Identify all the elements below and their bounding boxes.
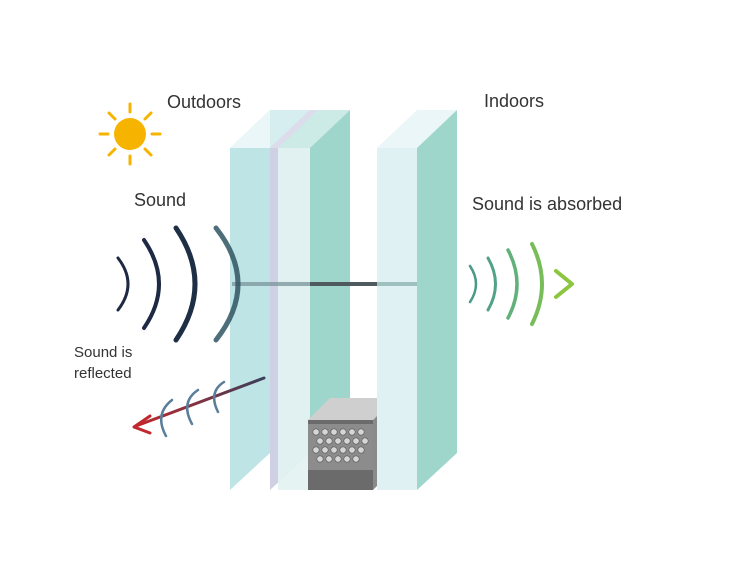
- reflected-arrow-icon: [132, 376, 266, 438]
- label-sound: Sound: [134, 190, 187, 210]
- inner-laminated-pane: [278, 110, 350, 490]
- indoor-glass-pane: [377, 110, 457, 490]
- absorbed-arrow-icon: [468, 242, 574, 326]
- spacer-bar: [308, 398, 395, 490]
- label-reflected-line2: reflected: [74, 365, 132, 382]
- label-sound-absorbed: Sound is absorbed: [472, 194, 623, 214]
- sun-icon: [98, 102, 162, 166]
- label-indoors: Indoors: [484, 91, 545, 111]
- label-reflected-line1: Sound is: [74, 344, 133, 361]
- label-outdoors: Outdoors: [167, 92, 242, 112]
- sound-wave-icon: [116, 225, 241, 343]
